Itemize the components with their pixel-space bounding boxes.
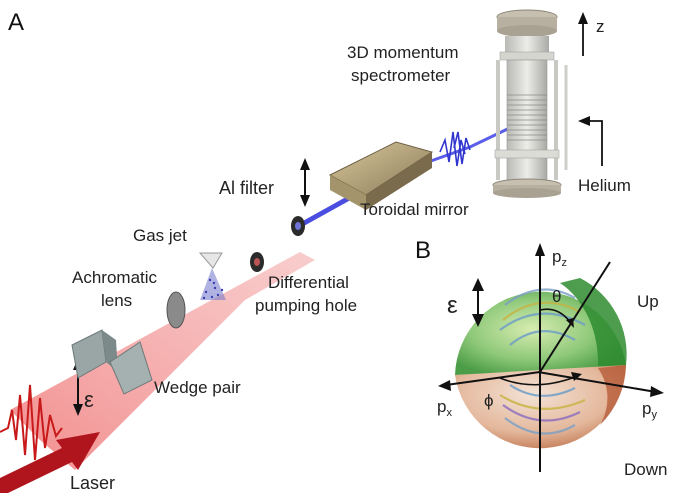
phi-arc-icon [499, 372, 582, 386]
px-label: px [437, 397, 452, 419]
py-axis [537, 371, 664, 397]
z-axis-arrow-icon [578, 12, 588, 56]
epsilon-label-a: ε [84, 387, 94, 412]
epsilon-label-b: ε [447, 292, 458, 319]
down-label: Down [624, 460, 667, 479]
wedge-pair-icon [71, 329, 153, 395]
spectrometer-label-1: 3D momentum [347, 43, 458, 62]
phi-label: ϕ [484, 391, 494, 410]
polarization-arrow-b-icon [472, 278, 484, 327]
al-filter-label: Al filter [219, 178, 274, 198]
up-label: Up [637, 292, 659, 311]
z-axis-label: z [596, 17, 605, 36]
toroidal-mirror-label: Toroidal mirror [360, 200, 469, 219]
theta-label: θ [552, 287, 561, 306]
spectrometer-label-2: spectrometer [351, 66, 451, 85]
laser-label: Laser [70, 473, 115, 493]
achromatic-lens-label-1: Achromatic [72, 268, 158, 287]
achromatic-lens-icon [166, 291, 186, 329]
helium-arrow-icon [578, 116, 603, 166]
helium-label: Helium [578, 176, 631, 195]
wedge-pair-label: Wedge pair [154, 378, 241, 397]
gas-jet-icon [198, 252, 226, 300]
laser-beam [10, 252, 315, 470]
al-filter-arrow-icon [300, 158, 310, 207]
px-axis [438, 371, 541, 391]
spectrometer-icon [492, 9, 568, 198]
xuv-pulse-icon [439, 131, 471, 167]
gas-jet-label: Gas jet [133, 226, 187, 245]
momentum-vector [539, 261, 611, 373]
achromatic-lens-label-2: lens [101, 291, 132, 310]
py-label: py [642, 399, 657, 421]
differential-pumping-label-1: Differential [268, 273, 349, 292]
differential-pumping-label-2: pumping hole [255, 296, 357, 315]
pz-label: pz [552, 247, 567, 269]
theta-arc-icon [539, 308, 574, 328]
pz-axis [535, 243, 545, 472]
laser-pulse [0, 384, 63, 461]
laser-arrow-icon [0, 432, 100, 493]
al-filter-icon [291, 216, 305, 236]
panel-label-a: A [8, 9, 24, 36]
panel-label-b: B [415, 237, 431, 264]
toroidal-mirror-icon [328, 141, 434, 210]
differential-pumping-hole-icon [250, 252, 264, 272]
